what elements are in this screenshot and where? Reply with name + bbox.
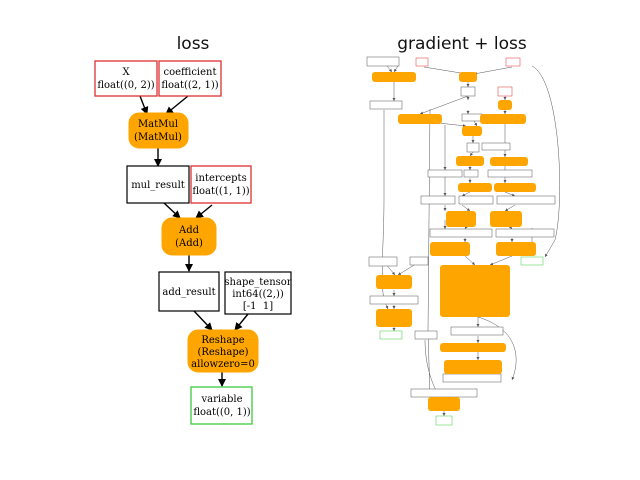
mini-node-value[interactable] bbox=[458, 195, 494, 205]
mini-node-op[interactable] bbox=[372, 72, 416, 82]
node-label: float((0, 2)) bbox=[97, 80, 154, 91]
mini-node-op[interactable] bbox=[376, 275, 412, 289]
node-label: coefficient bbox=[163, 67, 216, 78]
mini-node-value[interactable] bbox=[369, 100, 403, 110]
edge-addresult-reshape bbox=[193, 310, 213, 331]
mini-node-value[interactable] bbox=[427, 169, 463, 178]
node-add-result[interactable]: add_result bbox=[158, 271, 220, 312]
right-nodes bbox=[366, 56, 556, 426]
node-intercepts[interactable]: intercepts float((1, 1)) bbox=[190, 165, 252, 204]
mini-node-value[interactable] bbox=[487, 169, 533, 178]
mini-node-value[interactable] bbox=[450, 326, 504, 336]
right-diagram: gradient + loss bbox=[366, 34, 560, 426]
node-label: int64((2,)) bbox=[232, 289, 284, 300]
node-coefficient[interactable]: coefficient float((2, 1)) bbox=[158, 60, 222, 97]
edge-shape-reshape bbox=[234, 313, 249, 331]
mini-node-value[interactable] bbox=[461, 113, 483, 122]
mini-node-value[interactable] bbox=[366, 56, 400, 67]
left-diagram: loss X float((0, 2)) coefficient float((… bbox=[94, 34, 292, 425]
mini-node-op[interactable] bbox=[376, 309, 412, 327]
mini-node-value[interactable] bbox=[409, 256, 429, 266]
node-label: variable bbox=[200, 394, 242, 405]
edge-mulresult-add bbox=[163, 202, 181, 219]
mini-node-value[interactable] bbox=[460, 86, 476, 97]
mini-node-op[interactable] bbox=[440, 343, 506, 352]
mini-node-op[interactable] bbox=[459, 72, 477, 82]
left-title: loss bbox=[177, 34, 210, 54]
mini-node-value[interactable] bbox=[410, 388, 478, 398]
mini-node-op[interactable] bbox=[490, 157, 528, 166]
mini-node-value[interactable] bbox=[414, 330, 438, 340]
node-label: (Reshape) bbox=[197, 347, 248, 358]
mini-node-input[interactable] bbox=[497, 86, 513, 97]
left-edges bbox=[139, 95, 249, 387]
node-label: (Add) bbox=[175, 238, 203, 249]
node-label: float((1, 1)) bbox=[192, 186, 249, 197]
node-label: X bbox=[122, 67, 130, 78]
edge-x-matmul bbox=[139, 95, 149, 115]
node-reshape[interactable]: Reshape (Reshape) allowzero=0 bbox=[187, 329, 259, 373]
node-shape-tensor[interactable]: shape_tensor int64((2,)) [-1 1] bbox=[224, 271, 292, 315]
node-label: MatMul bbox=[138, 119, 178, 130]
node-label: intercepts bbox=[195, 173, 246, 184]
mini-node-value[interactable] bbox=[481, 142, 511, 151]
node-label: (MatMul) bbox=[134, 132, 182, 143]
node-label: shape_tensor bbox=[224, 277, 291, 288]
mini-node-op[interactable] bbox=[490, 211, 522, 227]
mini-node-op[interactable] bbox=[462, 126, 482, 136]
mini-node-value[interactable] bbox=[369, 295, 419, 305]
mini-node-op[interactable] bbox=[480, 114, 526, 124]
mini-node-op[interactable] bbox=[444, 360, 502, 374]
node-add[interactable]: Add (Add) bbox=[161, 217, 217, 256]
node-label: Reshape bbox=[201, 335, 244, 346]
mini-node-op[interactable] bbox=[440, 265, 510, 317]
mini-node-op[interactable] bbox=[430, 242, 470, 256]
node-label: Add bbox=[178, 225, 200, 236]
mini-node-value[interactable] bbox=[496, 195, 556, 205]
node-label: mul_result bbox=[131, 180, 185, 191]
node-label: float((2, 1)) bbox=[161, 80, 218, 91]
mini-node-input[interactable] bbox=[505, 57, 521, 67]
edge-intercepts-add bbox=[195, 204, 213, 219]
mini-node-op[interactable] bbox=[428, 397, 460, 411]
mini-node-op[interactable] bbox=[494, 183, 536, 192]
node-mul-result[interactable]: mul_result bbox=[126, 165, 190, 204]
mini-node-value[interactable] bbox=[429, 228, 493, 238]
edge-coef-matmul bbox=[165, 95, 189, 115]
mini-node-op[interactable] bbox=[498, 100, 512, 110]
node-x-input[interactable]: X float((0, 2)) bbox=[94, 60, 158, 97]
node-variable[interactable]: variable float((0, 1)) bbox=[190, 386, 253, 425]
mini-node-op[interactable] bbox=[398, 114, 442, 124]
node-matmul[interactable]: MatMul (MatMul) bbox=[128, 112, 189, 149]
node-label: [-1 1] bbox=[243, 301, 273, 312]
mini-node-value[interactable] bbox=[463, 169, 479, 178]
mini-node-value[interactable] bbox=[466, 142, 480, 153]
mini-node-op[interactable] bbox=[458, 183, 492, 192]
mini-node-output[interactable] bbox=[435, 415, 453, 426]
node-label: allowzero=0 bbox=[191, 359, 255, 370]
mini-node-op[interactable] bbox=[496, 242, 536, 256]
mini-node-value[interactable] bbox=[495, 228, 555, 238]
mini-node-value[interactable] bbox=[368, 256, 398, 267]
mini-node-op[interactable] bbox=[446, 211, 476, 227]
mini-node-output[interactable] bbox=[379, 330, 403, 340]
mini-node-value[interactable] bbox=[420, 195, 456, 205]
mini-node-value[interactable] bbox=[442, 373, 502, 383]
right-title: gradient + loss bbox=[397, 34, 527, 54]
mini-node-input[interactable] bbox=[415, 57, 429, 67]
mini-node-output[interactable] bbox=[520, 256, 544, 266]
node-label: float((0, 1)) bbox=[193, 407, 250, 418]
node-label: add_result bbox=[162, 287, 215, 298]
mini-node-op[interactable] bbox=[456, 156, 484, 166]
